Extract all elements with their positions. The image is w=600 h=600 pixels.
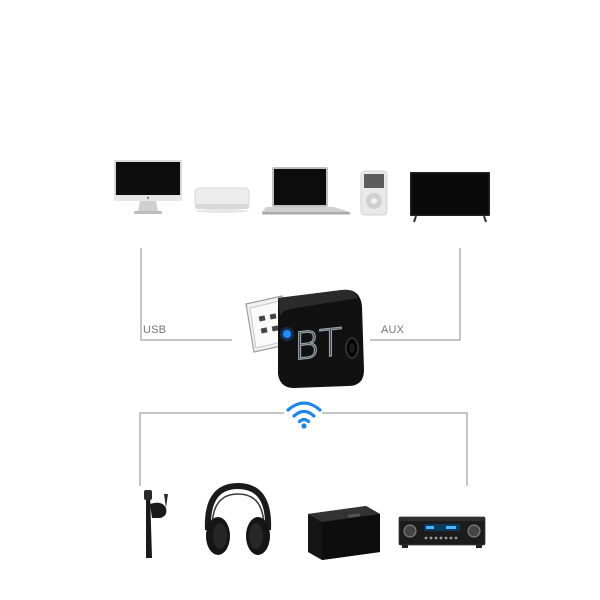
aux-connector-line <box>370 248 461 341</box>
status-led <box>283 330 291 338</box>
usb-label: USB <box>143 324 167 336</box>
wifi-icon <box>286 401 322 429</box>
tv-box-icon <box>194 187 250 213</box>
aux-label: AUX <box>381 324 405 336</box>
desktop-monitor-icon <box>114 160 182 214</box>
usb-connector-line <box>140 248 232 341</box>
bluetooth-earpiece-icon <box>144 490 168 558</box>
wireless-connector-line <box>139 412 284 486</box>
bluetooth-speaker-icon <box>308 506 380 560</box>
stereo-amplifier-icon <box>398 516 486 548</box>
adapter-body <box>278 289 364 388</box>
bt-logo-text: BT <box>294 320 342 369</box>
flat-tv-icon <box>410 172 490 223</box>
over-ear-headphones-icon <box>204 482 272 555</box>
mp3-player-icon <box>360 170 388 216</box>
bluetooth-adapter: BT <box>245 289 364 388</box>
laptop-icon <box>262 167 350 215</box>
wireless-connector-line-right <box>322 412 468 486</box>
